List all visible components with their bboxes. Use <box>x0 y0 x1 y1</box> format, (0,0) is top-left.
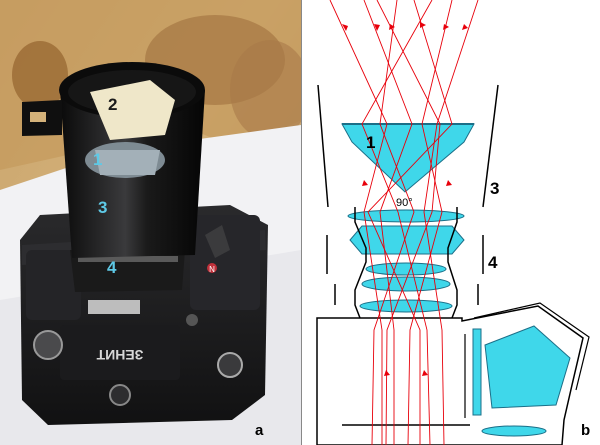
panel-label-b: b <box>581 422 591 439</box>
photo-panel: ЗЕНИТ N 2 1 3 4 a <box>0 0 301 445</box>
lens-element-1 <box>347 209 465 223</box>
eyepiece-lens <box>481 425 547 437</box>
lens-element-3 <box>365 262 447 276</box>
pentaprism <box>484 325 571 409</box>
callout-prism: 1 <box>93 150 103 169</box>
angle-label: 90° <box>396 197 413 209</box>
label-tube-3: 3 <box>490 179 499 198</box>
lens-element-4 <box>361 276 451 292</box>
callout-lens-barrel: 4 <box>107 258 117 277</box>
optical-diagram: 1 90° 3 4 <box>316 0 590 445</box>
camera-n-mark: N <box>209 265 215 274</box>
panel-label-a: a <box>255 422 264 439</box>
camera-photo: ЗЕНИТ N <box>0 0 301 445</box>
field-lens <box>472 328 482 416</box>
light-rays <box>329 0 479 445</box>
camera-body-outline <box>316 305 584 445</box>
callout-tube: 3 <box>98 198 108 217</box>
lens-element-2 <box>349 225 465 255</box>
camera-brand-text: ЗЕНИТ <box>96 347 143 363</box>
barrel-outline <box>317 84 499 319</box>
label-prism-1: 1 <box>366 133 375 152</box>
schematic-panel: 1 90° 3 4 b <box>301 0 600 445</box>
label-lens-4: 4 <box>488 253 498 272</box>
ray-arrows <box>342 22 468 376</box>
callout-mirror: 2 <box>108 95 118 114</box>
